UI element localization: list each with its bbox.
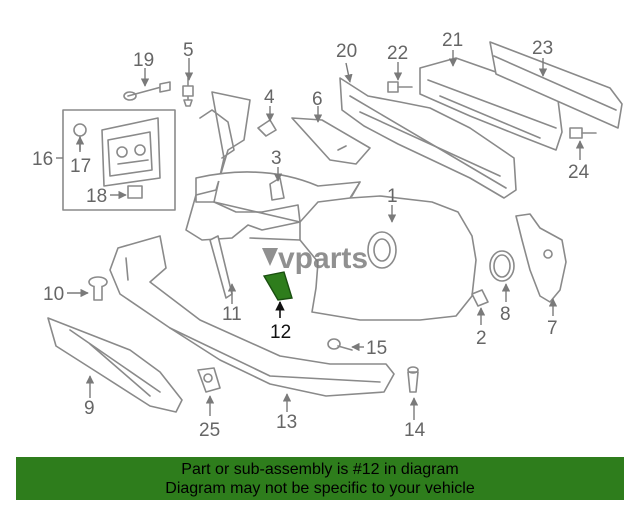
callout-24: 24 bbox=[568, 162, 590, 183]
callout-22: 22 bbox=[387, 43, 408, 64]
exploded-parts-diagram: vparts 1 2 3 4 5 6 7 8 bbox=[32, 30, 623, 441]
callout-14: 14 bbox=[404, 420, 426, 441]
callout-20: 20 bbox=[336, 41, 357, 62]
banner-line-disclaimer: Diagram may not be specific to your vehi… bbox=[165, 480, 475, 497]
callout-25: 25 bbox=[199, 420, 220, 441]
callout-labels: 1 2 3 4 5 6 7 8 9 10 11 12 13 14 15 16 1… bbox=[32, 30, 590, 441]
bracket-part-4 bbox=[257, 119, 277, 137]
molding-part-11 bbox=[209, 235, 233, 299]
energy-absorber-part-20 bbox=[339, 77, 517, 199]
callout-19: 19 bbox=[133, 50, 154, 71]
bumper-cover-upper bbox=[185, 91, 301, 241]
callout-13: 13 bbox=[276, 412, 297, 433]
tow-hook-part bbox=[123, 81, 171, 101]
clip-part-5 bbox=[182, 77, 194, 107]
callout-12: 12 bbox=[270, 322, 291, 343]
callout-8: 8 bbox=[500, 304, 511, 325]
callout-15: 15 bbox=[366, 338, 387, 359]
sensor-part-25 bbox=[197, 367, 221, 393]
banner-line-part: Part or sub-assembly is #12 in diagram bbox=[181, 461, 459, 478]
bracket-part-2 bbox=[471, 289, 489, 307]
callout-9: 9 bbox=[84, 398, 95, 419]
callout-3: 3 bbox=[271, 148, 282, 169]
watermark-logo: vparts bbox=[262, 242, 368, 275]
bolt-part-24 bbox=[569, 127, 597, 139]
ring-part-8 bbox=[489, 250, 515, 282]
callout-4: 4 bbox=[264, 87, 275, 108]
reinforcement-beam-part-23 bbox=[489, 41, 623, 129]
callout-11: 11 bbox=[222, 304, 242, 325]
leader-lines bbox=[56, 50, 585, 420]
clip-part-15 bbox=[327, 338, 353, 351]
callout-6: 6 bbox=[312, 89, 323, 110]
callout-1: 1 bbox=[387, 186, 398, 207]
seal-part-6 bbox=[291, 117, 371, 165]
bracket-part-7 bbox=[515, 213, 567, 303]
absorber-part-21 bbox=[419, 57, 563, 151]
callout-5: 5 bbox=[183, 40, 194, 61]
lower-bumper-part-13 bbox=[109, 235, 395, 397]
callout-7: 7 bbox=[547, 318, 558, 339]
highlighted-part-12[interactable] bbox=[262, 271, 293, 301]
callout-16: 16 bbox=[32, 149, 53, 170]
callout-23: 23 bbox=[532, 38, 553, 59]
callout-2: 2 bbox=[476, 328, 487, 349]
lower-grille-part-9 bbox=[47, 317, 183, 413]
callout-18: 18 bbox=[86, 186, 107, 207]
callout-10: 10 bbox=[43, 284, 64, 305]
pushpin-part-14 bbox=[407, 366, 419, 393]
bolt-part-22 bbox=[387, 81, 413, 93]
info-banner: Part or sub-assembly is #12 in diagram D… bbox=[16, 457, 624, 500]
clip-part-10 bbox=[88, 276, 108, 301]
front-bumper-cover bbox=[195, 171, 477, 321]
watermark-text: vparts bbox=[278, 242, 368, 275]
callout-17: 17 bbox=[70, 156, 91, 177]
callout-21: 21 bbox=[442, 30, 463, 51]
